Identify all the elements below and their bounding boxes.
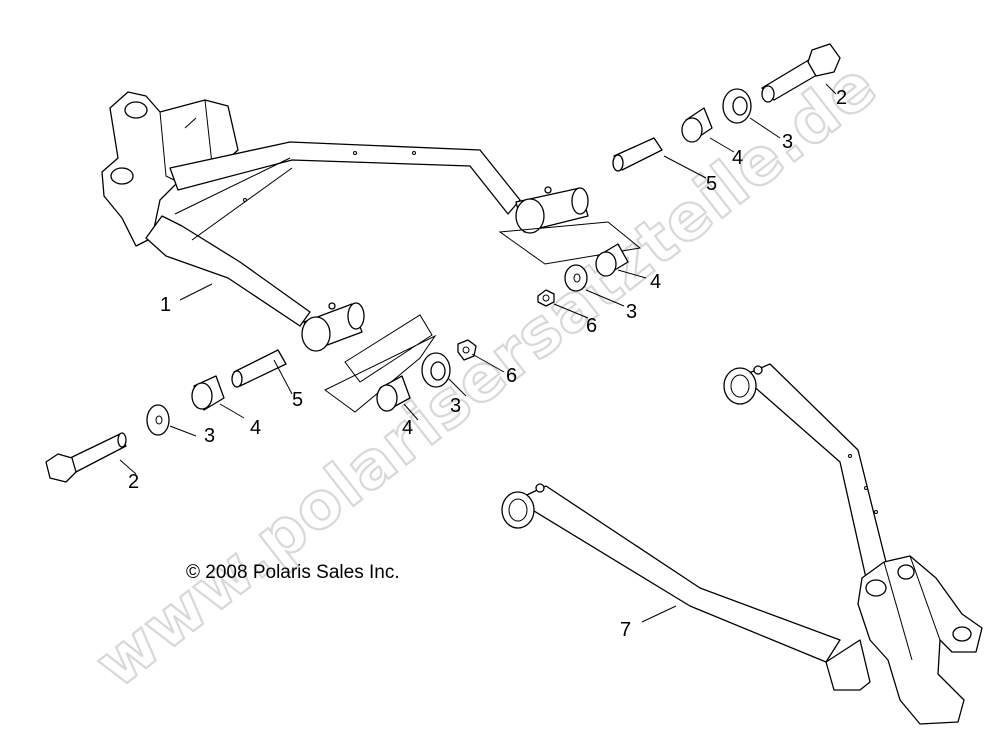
callouts: 1 2 2 3 3 3 3 4 4 4 4 5 5 6 6 7 xyxy=(128,87,847,641)
lower-a-arm xyxy=(501,363,983,725)
guide-box-upper xyxy=(498,221,642,265)
copyright-text: © 2008 Polaris Sales Inc. xyxy=(186,562,400,583)
callout-6-nut-lower: 6 xyxy=(506,365,517,387)
upper-a-arm xyxy=(101,91,589,352)
callout-3-washer-lower-mid: 3 xyxy=(450,395,461,417)
callout-4-bushing-upper-right: 4 xyxy=(732,147,743,169)
leader-lines xyxy=(119,83,837,623)
callout-5-sleeve-upper: 5 xyxy=(706,173,717,195)
callout-3-washer-upper-mid: 3 xyxy=(626,301,637,323)
callout-3-washer-upper-right: 3 xyxy=(782,131,793,153)
callout-3-washer-lower-left: 3 xyxy=(204,425,215,447)
callout-6-nut-upper: 6 xyxy=(586,315,597,337)
callout-2-bolt-lower: 2 xyxy=(128,471,139,493)
callout-2-bolt-upper: 2 xyxy=(836,87,847,109)
callout-4-bushing-lower-left: 4 xyxy=(250,417,261,439)
guide-box-lower xyxy=(324,314,437,413)
callout-4-bushing-lower-mid: 4 xyxy=(402,417,413,439)
hardware-upper-right xyxy=(537,43,841,307)
callout-4-bushing-upper-mid: 4 xyxy=(650,271,661,293)
callout-5-sleeve-lower: 5 xyxy=(292,389,303,411)
callout-7: 7 xyxy=(620,619,631,641)
callout-1: 1 xyxy=(160,294,171,316)
hardware-lower-left xyxy=(45,339,477,483)
